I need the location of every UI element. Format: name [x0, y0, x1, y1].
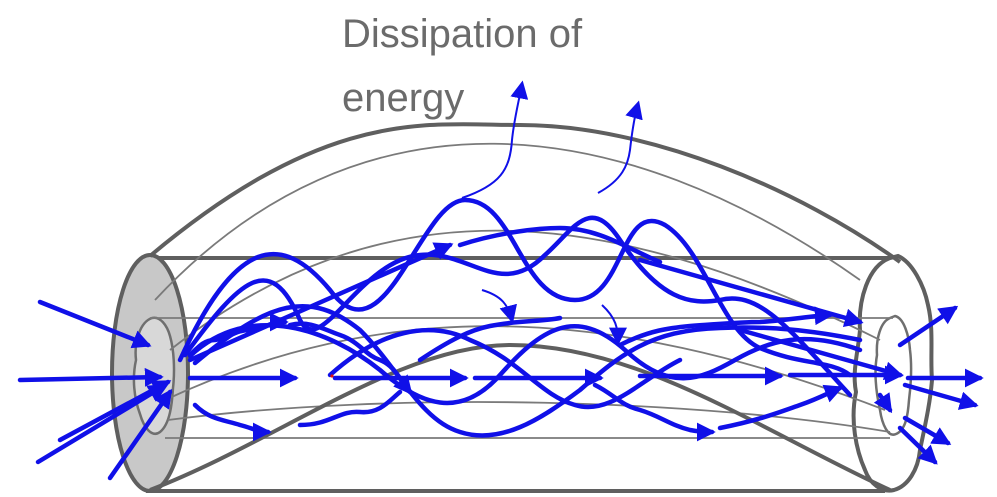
ray-entry-2 [17, 367, 164, 387]
jagged-ray-8 [417, 315, 563, 363]
bent-fiber-outline [148, 122, 902, 492]
mode-lower [192, 303, 863, 438]
straight-rays [17, 225, 984, 481]
jagged-ray-4 [297, 389, 403, 428]
exit-ray-4 [902, 415, 952, 446]
inner-fiber-lines [150, 142, 893, 439]
down-arrow-2 [601, 304, 627, 346]
jagged-ray-3 [192, 402, 272, 442]
ray-entry-5 [107, 388, 173, 481]
red-mark [330, 374, 334, 378]
oblique-ray-2 [457, 225, 663, 265]
exit-ray-3 [902, 382, 979, 410]
ray-entry-1 [37, 299, 152, 349]
jagged-ray-6 [717, 384, 844, 431]
right-end-core [874, 314, 913, 436]
jagged-ray-1 [187, 312, 289, 358]
dissipation-arrow-left [461, 80, 529, 199]
exit-ray-1 [897, 305, 959, 348]
mode-lower-b [327, 327, 683, 410]
exit-ray-5 [897, 425, 938, 465]
ray-entry-4 [35, 383, 168, 465]
jagged-ray-5 [592, 382, 716, 442]
oblique-ray-4 [737, 327, 904, 381]
exit-ray-6 [873, 392, 893, 414]
title-line-1: Dissipation of [342, 12, 583, 56]
jagged-ray-7 [617, 306, 834, 348]
jagged-ray-2 [287, 321, 413, 395]
mode-center [187, 323, 863, 406]
oblique-ray-1 [187, 242, 454, 363]
dissipation-arrows [461, 80, 643, 346]
title-line-2: energy [342, 76, 465, 120]
oblique-ray-3 [637, 257, 864, 327]
down-arrow-1 [481, 289, 517, 324]
dissipation-arrow-right [597, 100, 643, 194]
mode-upper-b [182, 215, 853, 398]
